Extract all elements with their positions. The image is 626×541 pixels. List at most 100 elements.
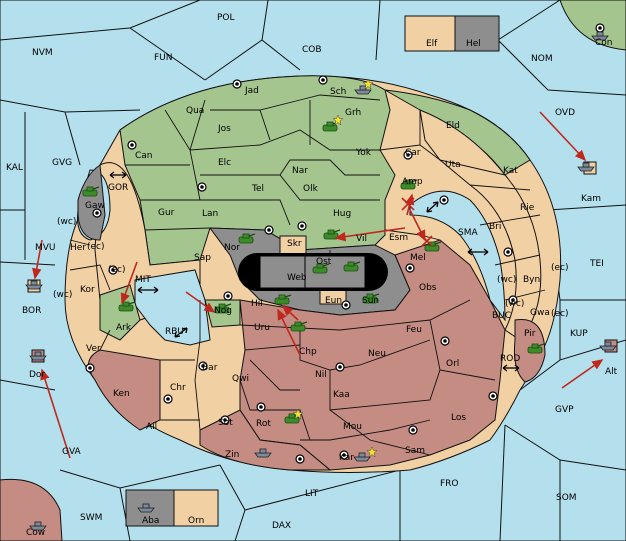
province-label-chp: Chp bbox=[299, 347, 317, 357]
red-zin-region bbox=[199, 409, 332, 471]
sea-labels: POL NVM FUN COB NOM OVD KAL GVG GOR MVU … bbox=[6, 13, 604, 531]
sea-label-kup: KUP bbox=[570, 329, 588, 339]
green-province-labels: Jad Sch Qua Jos Grh Can Elc Yok Tel Lan … bbox=[85, 86, 423, 333]
sea-label-sma: SMA bbox=[458, 228, 478, 238]
province-label-qua: Qua bbox=[186, 106, 204, 116]
sea-label-buc: BUC bbox=[492, 311, 511, 321]
province-label-grh: Grh bbox=[345, 108, 361, 118]
province-label-uru: Uru bbox=[254, 323, 270, 333]
province-label-car: Car bbox=[405, 148, 421, 158]
province-label-her: Her bbox=[70, 243, 86, 253]
sea-label-fun: FUN bbox=[154, 53, 173, 63]
province-label-gaw: Gaw bbox=[85, 201, 105, 211]
province-label-hil: Hil bbox=[251, 299, 263, 309]
province-label-mel: Mel bbox=[410, 253, 426, 263]
province-label-chr: Chr bbox=[170, 383, 186, 393]
province-label-cow: Cow bbox=[26, 528, 45, 538]
sea-label-kal: KAL bbox=[6, 163, 23, 173]
neutral-east bbox=[419, 109, 542, 341]
province-label-bar: Bar bbox=[202, 363, 218, 373]
sea-label-ovd: OVD bbox=[555, 108, 575, 118]
province-label-nor: Nor bbox=[224, 243, 240, 253]
province-label-ail: Ail bbox=[146, 422, 157, 432]
coast-label-her-ec: (ec) bbox=[87, 242, 105, 252]
sea-label-tei: TEI bbox=[589, 259, 604, 269]
province-label-can: Can bbox=[135, 151, 153, 161]
coast-label-byn-wc: (wc) bbox=[497, 275, 516, 285]
province-label-byn: Byn bbox=[523, 275, 540, 285]
province-label-hel: Hel bbox=[466, 39, 481, 49]
sea-label-dax: DAX bbox=[272, 521, 291, 531]
coast-label-gwa-wc: (wc) bbox=[505, 299, 524, 309]
province-label-olk: Olk bbox=[303, 184, 319, 194]
passage-arrows bbox=[109, 171, 520, 372]
province-label-orl: Orl bbox=[446, 359, 459, 369]
province-label-kar: Kar bbox=[339, 453, 354, 463]
province-elf bbox=[404, 15, 456, 52]
province-label-feu: Feu bbox=[406, 325, 422, 335]
coast-label-gwa-ec: (ec) bbox=[551, 309, 569, 319]
province-label-qwi: Qwi bbox=[232, 374, 249, 384]
province-label-kaa: Kaa bbox=[333, 390, 350, 400]
neutral-province-labels: Elf Car Eld Uta Kat Rie Bri Byn Gwa Gur … bbox=[70, 39, 550, 456]
province-label-elc: Elc bbox=[218, 158, 231, 168]
province-label-kor: Kor bbox=[80, 285, 95, 295]
sea-label-nvm: NVM bbox=[32, 48, 53, 58]
province-label-dor: Dor bbox=[29, 370, 45, 380]
province-hel bbox=[454, 15, 500, 52]
marker-labels: Kam Alt Dor Orn bbox=[29, 194, 618, 526]
province-label-sun: Sun bbox=[362, 296, 379, 306]
province-label-nog: Nog bbox=[214, 306, 232, 316]
inner-sea bbox=[134, 269, 211, 346]
province-label-amp: Amp bbox=[402, 177, 423, 187]
province-label-los: Los bbox=[451, 413, 466, 423]
province-label-alt: Alt bbox=[605, 367, 618, 377]
province-label-sot: Sot bbox=[218, 418, 233, 428]
sea-label-pol: POL bbox=[217, 13, 235, 23]
province-label-rot: Rot bbox=[256, 419, 271, 429]
province-label-eun: Eun bbox=[325, 296, 342, 306]
province-label-tel: Tel bbox=[251, 184, 264, 194]
province-label-rie: Rie bbox=[520, 203, 535, 213]
coast-labels: (wc) (ec) (ec) (wc) (wc) (ec) (wc) (ec) bbox=[53, 217, 569, 319]
province-label-vil: Vil bbox=[356, 234, 367, 244]
province-gaw bbox=[77, 164, 106, 241]
red-province-labels: Mel Obs Hil Uru Chp Feu Neu Orl Nil Kaa … bbox=[26, 38, 613, 538]
province-orn bbox=[173, 489, 219, 527]
province-label-con: Con bbox=[595, 38, 613, 48]
province-label-aba: Aba bbox=[142, 516, 159, 526]
sea-label-nom: NOM bbox=[531, 54, 553, 64]
sea-label-mit: MIT bbox=[135, 275, 151, 285]
sea-label-mvu: MVU bbox=[35, 243, 56, 253]
province-label-jos: Jos bbox=[217, 124, 231, 134]
province-label-uta: Uta bbox=[445, 160, 461, 170]
province-label-nil: Nil bbox=[315, 370, 327, 380]
province-label-skr: Skr bbox=[287, 239, 302, 249]
province-label-mou: Mou bbox=[343, 422, 362, 432]
sea-label-gva: GVA bbox=[62, 447, 82, 457]
province-label-gwa: Gwa bbox=[530, 308, 550, 318]
province-ark bbox=[99, 284, 141, 341]
sea-label-swm: SWM bbox=[80, 513, 102, 523]
province-label-esm: Esm bbox=[389, 233, 408, 243]
province-label-obs: Obs bbox=[419, 283, 437, 293]
sea-label-gor: GOR bbox=[108, 183, 128, 193]
sea-label-bor: BOR bbox=[22, 306, 41, 316]
province-label-bri: Bri bbox=[489, 222, 501, 232]
gray-province-labels: Hel Nor Ost Web Sun Aba bbox=[142, 39, 481, 526]
coast-label-kor-wc: (wc) bbox=[53, 290, 72, 300]
province-label-sch: Sch bbox=[330, 87, 346, 97]
province-cow bbox=[0, 478, 63, 541]
province-label-lan: Lan bbox=[202, 209, 218, 219]
sea-label-lit: LIT bbox=[305, 489, 319, 499]
province-label-orn: Orn bbox=[188, 516, 204, 526]
sma-channel bbox=[409, 190, 506, 322]
province-label-web: Web bbox=[287, 273, 307, 283]
order-arrows bbox=[32, 111, 604, 459]
province-label-elf: Elf bbox=[426, 39, 438, 49]
province-label-hug: Hug bbox=[333, 209, 351, 219]
province-label-sap: Sap bbox=[194, 253, 211, 263]
sea-label-fro: FRO bbox=[440, 479, 459, 489]
